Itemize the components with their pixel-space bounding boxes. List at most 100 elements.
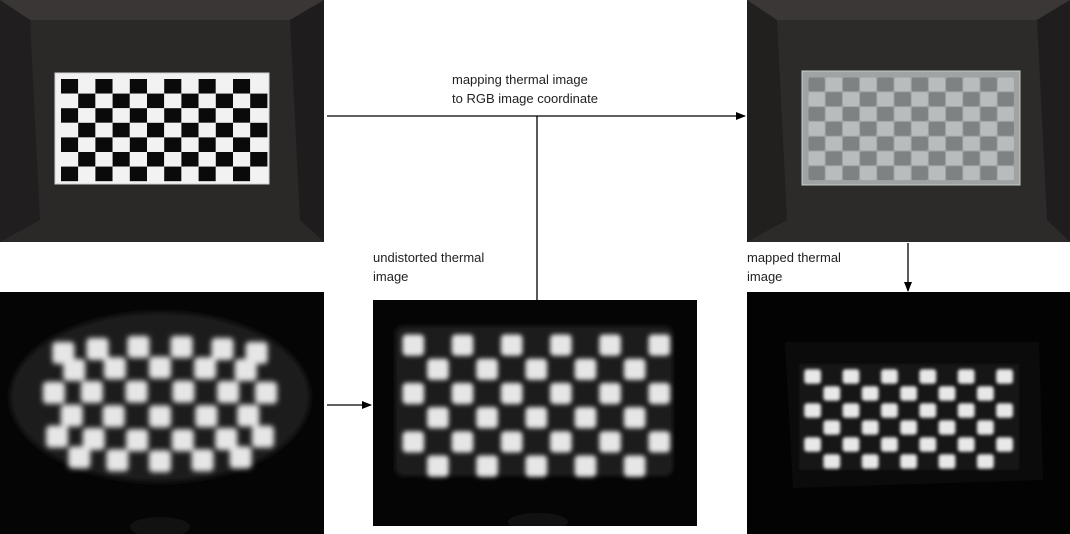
thermal-square [172, 380, 195, 403]
checker-square [900, 454, 917, 469]
thermal-square [251, 425, 274, 448]
thermal-square [245, 341, 268, 364]
checker-square [842, 136, 860, 151]
checker-square [61, 137, 79, 152]
checker-square [78, 122, 96, 138]
checker-square [911, 151, 928, 166]
checker-square [963, 136, 980, 151]
checker-square [198, 137, 216, 152]
checker-square [881, 437, 898, 452]
thermal-square [68, 446, 91, 469]
checker-square [877, 107, 894, 121]
checker-square [980, 77, 997, 92]
thermal-shadow [130, 517, 190, 534]
thermal-square [149, 450, 171, 473]
thermal-square [125, 380, 148, 403]
checker-square [599, 334, 621, 356]
thermal-square [255, 381, 278, 404]
checker-square [525, 358, 548, 380]
thermal-checkerboard [402, 334, 671, 477]
checker-square [804, 369, 821, 384]
thermal-checkerboard [804, 369, 1013, 469]
thermal-square [149, 405, 171, 428]
checker-square [894, 136, 911, 151]
checker-square [112, 166, 130, 182]
checker-square [427, 455, 449, 477]
checker-square [233, 108, 251, 123]
checker-square [842, 92, 860, 107]
checker-square [61, 152, 79, 167]
checker-square [894, 92, 911, 107]
checker-square [61, 122, 79, 138]
checker-square [525, 455, 548, 477]
checker-square [164, 108, 182, 123]
checker-square [198, 166, 216, 182]
checkerboard [61, 79, 268, 182]
checker-square [500, 431, 523, 453]
checker-square [894, 166, 911, 181]
checker-square [877, 92, 894, 107]
checker-square [861, 454, 879, 469]
checker-square [842, 166, 860, 181]
checker-square [946, 107, 963, 121]
checker-square [78, 93, 96, 109]
thermal-square [191, 449, 214, 472]
checker-square [164, 122, 182, 138]
checker-square [61, 93, 79, 109]
checker-square [78, 152, 96, 167]
thermal-square [86, 337, 109, 360]
thermal-square [229, 446, 252, 469]
checker-square [911, 77, 928, 92]
checker-square [860, 77, 877, 92]
checker-square [997, 92, 1014, 107]
checker-square [804, 403, 821, 418]
checker-square [250, 137, 268, 152]
checker-square [648, 431, 671, 453]
checker-square [402, 382, 425, 405]
checker-square [574, 358, 597, 380]
checker-square [198, 93, 216, 109]
thermal-square [195, 405, 218, 428]
checker-square [78, 166, 96, 182]
checker-square [198, 152, 216, 167]
checker-square [928, 121, 946, 136]
checker-square [900, 420, 917, 435]
checker-square [823, 386, 841, 401]
checker-square [112, 137, 130, 152]
checker-square [894, 121, 911, 136]
checker-square [95, 137, 113, 152]
checker-square [112, 152, 130, 167]
checker-square [95, 122, 113, 138]
thermal-square [127, 335, 150, 358]
mapping-label: mapping thermal image to RGB image coord… [452, 72, 598, 106]
checker-square [825, 151, 842, 166]
checker-square [250, 108, 268, 123]
checker-square [900, 386, 917, 401]
checker-square [881, 403, 898, 418]
checker-square [808, 136, 825, 151]
checker-square [129, 122, 147, 138]
checker-square [996, 369, 1013, 384]
checker-square [877, 77, 894, 92]
checker-square [61, 108, 79, 123]
checker-square [860, 107, 877, 121]
checker-square [842, 437, 860, 452]
checker-square [215, 93, 233, 109]
checker-square [860, 92, 877, 107]
checker-square [977, 420, 994, 435]
checker-square [980, 92, 997, 107]
checker-square [233, 137, 251, 152]
checker-square [129, 108, 147, 123]
thermal-square [80, 380, 103, 403]
checker-square [233, 166, 251, 182]
checker-square [842, 151, 860, 166]
rgb-checkerboard-image [0, 0, 324, 242]
undistorted-thermal-label: undistorted thermal image [373, 250, 485, 284]
checker-square [95, 152, 113, 167]
mapped-thermal-overlay-image [747, 0, 1070, 242]
checker-square [181, 108, 199, 123]
undistorted-thermal-image [373, 300, 697, 526]
checker-square [599, 382, 621, 405]
thermal-square [106, 449, 129, 472]
